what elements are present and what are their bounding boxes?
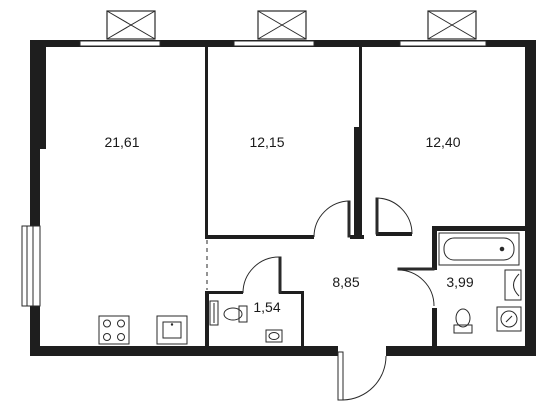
window-top-middle (233, 10, 315, 47)
wc-toilet-icon (223, 305, 248, 323)
door-bathroom[interactable] (397, 267, 435, 307)
area-label-toilet: 1,54 (253, 299, 280, 315)
window-left (21, 225, 41, 307)
bathroom-sink-icon (504, 269, 522, 301)
wc-sink-icon (265, 329, 283, 343)
exterior-walls (30, 40, 536, 356)
bathtub-icon (438, 232, 520, 266)
wc-heater-icon (209, 300, 219, 326)
interior-walls (205, 47, 525, 346)
window-top-left (79, 10, 161, 47)
area-label-bathroom: 3,99 (446, 274, 473, 290)
door-middle-bedroom[interactable] (313, 200, 351, 238)
stove-icon (98, 315, 130, 345)
area-label-bedroom-middle: 12,15 (249, 134, 284, 150)
door-entrance[interactable] (337, 351, 387, 401)
door-right-bedroom[interactable] (375, 197, 413, 235)
sink-icon (156, 315, 188, 345)
area-label-hallway: 8,85 (332, 274, 359, 290)
door-toilet[interactable] (242, 256, 282, 294)
area-label-living-kitchen: 21,61 (104, 134, 139, 150)
washing-machine-icon (496, 306, 522, 332)
bathroom-toilet-icon (453, 308, 473, 334)
window-top-right (399, 10, 487, 47)
area-label-bedroom-right: 12,40 (425, 134, 460, 150)
